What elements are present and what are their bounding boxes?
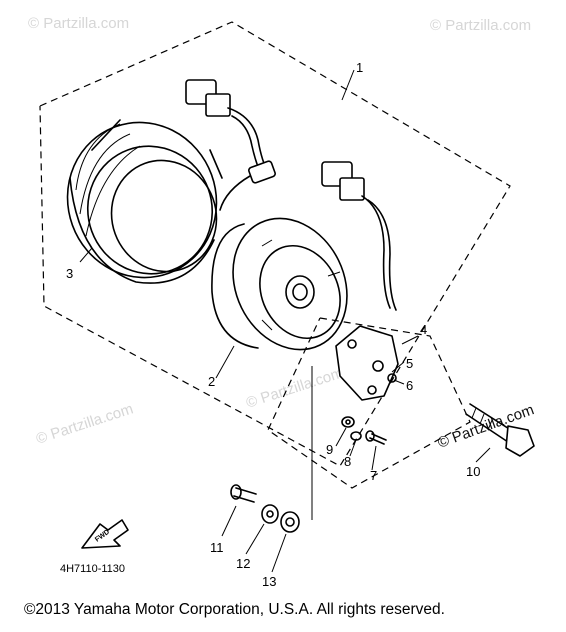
fwd-arrow-icon: FWD — [81, 519, 129, 549]
callout-9: 9 — [326, 442, 333, 457]
watermark-top-left: © Partzilla.com — [28, 15, 129, 32]
bolt-10 — [465, 403, 535, 457]
watermark-top-right: © Partzilla.com — [430, 17, 531, 34]
callout-13: 13 — [262, 574, 276, 589]
assembly-boundary — [39, 21, 511, 467]
callout-7: 7 — [370, 468, 377, 483]
watermark-left: © Partzilla.com — [34, 400, 135, 447]
callout-5: 5 — [406, 356, 413, 371]
screw-7 — [365, 430, 387, 445]
callout-2: 2 — [208, 374, 215, 389]
callout-12: 12 — [236, 556, 250, 571]
washer-9 — [341, 416, 355, 428]
washer-12 — [261, 504, 279, 524]
bolt-11 — [230, 484, 257, 503]
stator-ring — [66, 119, 223, 284]
callout-1: 1 — [356, 60, 363, 75]
leader-lines — [79, 69, 491, 573]
rotor — [211, 217, 348, 351]
callout-6: 6 — [406, 378, 413, 393]
callout-3: 3 — [66, 266, 73, 281]
washer-13 — [280, 511, 300, 533]
drawing-code: 4H7110-1130 — [60, 563, 125, 575]
callout-10: 10 — [466, 464, 480, 479]
callout-8: 8 — [344, 454, 351, 469]
copyright-notice: ©2013 Yamaha Motor Corporation, U.S.A. A… — [24, 601, 445, 618]
callout-4: 4 — [420, 322, 427, 337]
stator-lead — [185, 79, 276, 211]
pickup-coil — [321, 161, 399, 401]
callout-11: 11 — [210, 540, 224, 555]
